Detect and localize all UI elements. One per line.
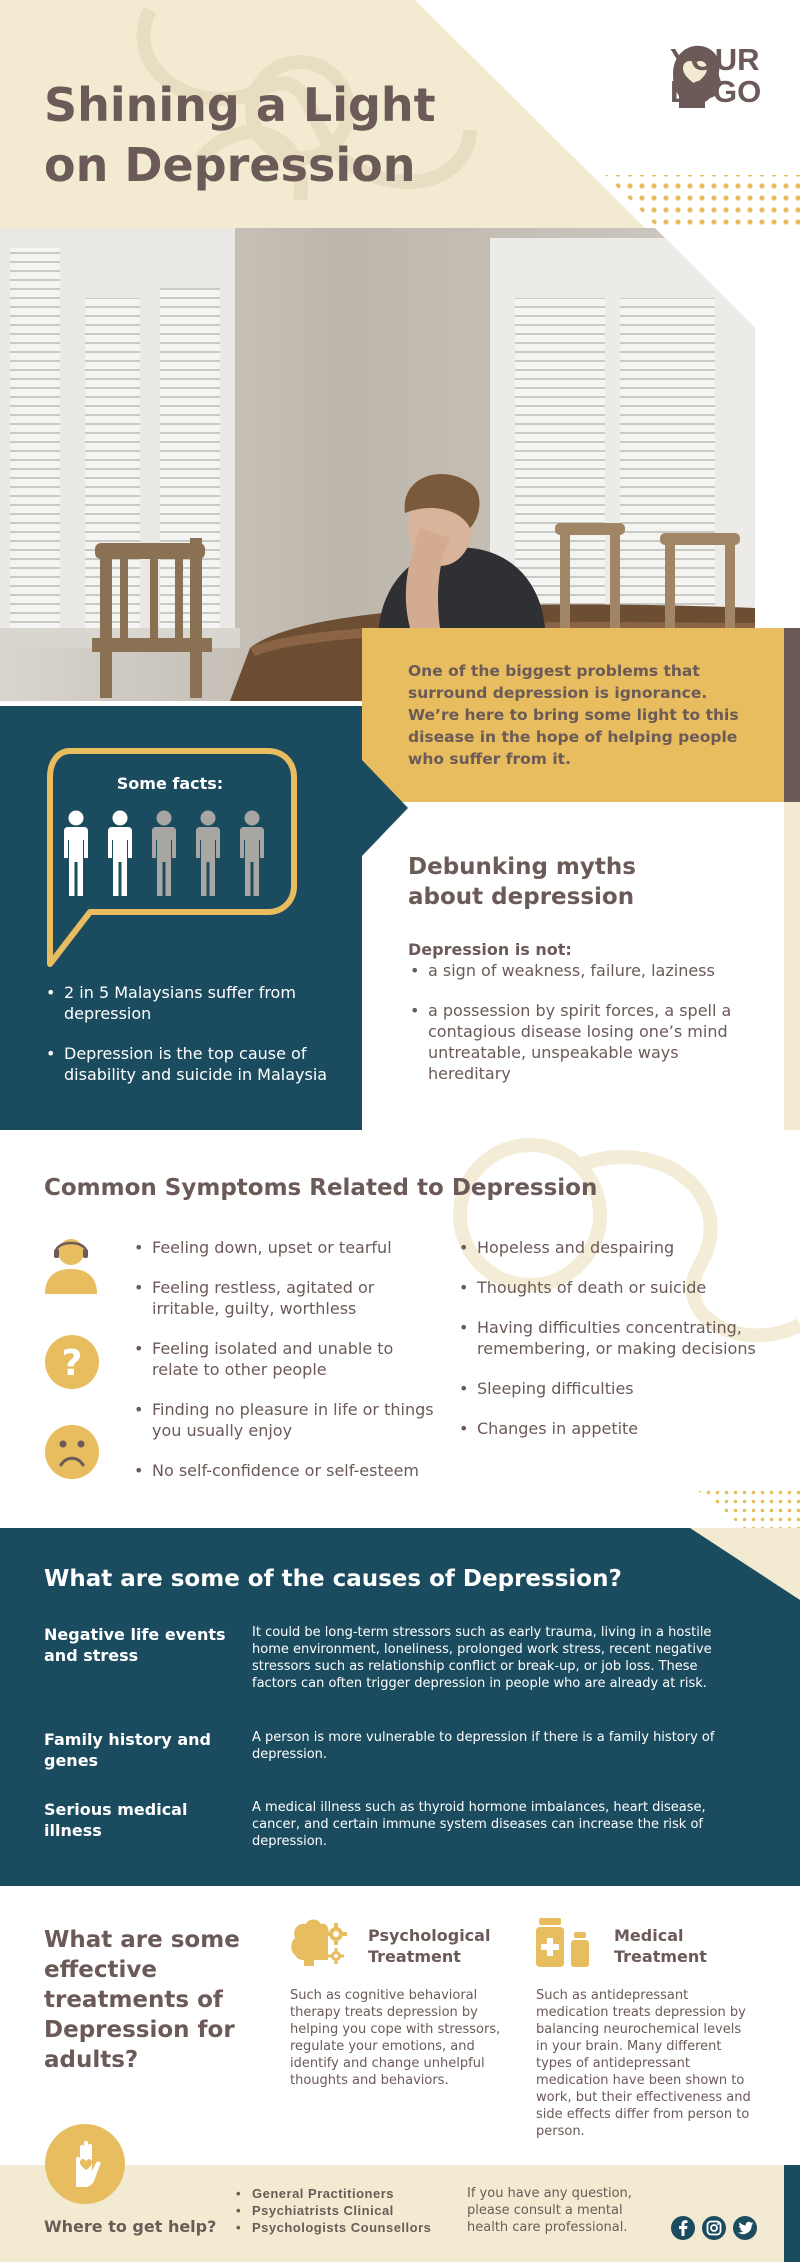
- question-mark-icon: ?: [45, 1335, 99, 1389]
- symptom-item: Feeling restless, agitated or irritable,…: [132, 1277, 442, 1319]
- facts-arrow: [362, 760, 408, 856]
- symptom-item: Sleeping difficulties: [457, 1378, 777, 1399]
- treatment-title: Psychological Treatment: [368, 1926, 491, 1966]
- medicine-bottles-icon: [536, 1918, 589, 1967]
- cause-label: Negative life events and stress: [44, 1625, 226, 1665]
- page-title-line1: Shining a Light: [44, 78, 436, 132]
- person-figure: [196, 810, 220, 896]
- page-title-line2: on Depression: [44, 138, 416, 192]
- symptom-item: Hopeless and despairing: [457, 1237, 777, 1258]
- page-title: Shining a Light on Depression: [44, 75, 436, 195]
- brain-gears-icon: [291, 1919, 347, 1966]
- logo-line1: YOUR: [670, 42, 760, 77]
- treatments-title: What are some effective treatments of De…: [44, 1927, 240, 2073]
- symptom-item: No self-confidence or self-esteem: [132, 1460, 442, 1481]
- logo-text: YOUR LOGO: [670, 44, 761, 108]
- intro-text: One of the biggest problems that surroun…: [408, 662, 739, 768]
- treatment-title: Medical Treatment: [614, 1926, 707, 1966]
- symptom-icons: ?: [45, 1239, 99, 1479]
- myth-item: a possession by spirit forces, a spell a…: [408, 1000, 753, 1084]
- help-item: Psychiatrists Clinical: [236, 2202, 431, 2219]
- symptom-item: Changes in appetite: [457, 1418, 777, 1439]
- help-label: Where to get help?: [44, 2217, 217, 2236]
- myths-title-line2: about depression: [408, 884, 635, 910]
- causes-corner: [690, 1528, 800, 1600]
- myths-title-line1: Debunking myths: [408, 854, 636, 880]
- myths-title: Debunking myths about depression: [408, 852, 636, 912]
- cause-description: A medical illness such as thyroid hormon…: [252, 1800, 706, 1849]
- cause-description: It could be long-term stressors such as …: [252, 1625, 712, 1691]
- symptoms-list-2: Hopeless and despairing Thoughts of deat…: [457, 1237, 777, 1439]
- causes-section: [0, 1528, 800, 1886]
- logo-line2: LOGO: [670, 74, 762, 109]
- person-headset-icon: [45, 1239, 97, 1294]
- help-note: If you have any question, please consult…: [467, 2186, 632, 2235]
- twitter-icon[interactable]: [733, 2216, 757, 2240]
- hero-photo: [0, 228, 755, 701]
- person-figure: [108, 810, 132, 896]
- symptom-item: Feeling isolated and unable to relate to…: [132, 1338, 442, 1380]
- facts-list: 2 in 5 Malaysians suffer from depression…: [44, 982, 344, 1104]
- symptom-item: Thoughts of death or suicide: [457, 1277, 777, 1298]
- person-figures: [64, 810, 264, 896]
- myths-subtitle: Depression is not:: [408, 940, 572, 959]
- cause-description: A person is more vulnerable to depressio…: [252, 1730, 715, 1762]
- symptoms-list-1: Feeling down, upset or tearful Feeling r…: [132, 1237, 442, 1481]
- symptom-item: Having difficulties concentrating, remem…: [457, 1317, 777, 1359]
- symptoms-title: Common Symptoms Related to Depression: [44, 1175, 598, 1201]
- fact-item: Depression is the top cause of disabilit…: [44, 1043, 344, 1085]
- help-item: General Practitioners: [236, 2185, 431, 2202]
- help-list: General Practitioners Psychiatrists Clin…: [236, 2185, 431, 2236]
- cause-label: Serious medical illness: [44, 1800, 188, 1840]
- causes-title: What are some of the causes of Depressio…: [44, 1566, 622, 1592]
- person-figure: [64, 810, 88, 896]
- person-figure: [152, 810, 176, 896]
- header-dots: [605, 175, 800, 230]
- symptoms-dots: [695, 1488, 800, 1533]
- myths-accent-bar: [784, 802, 800, 1130]
- instagram-icon[interactable]: [702, 2216, 726, 2240]
- treatment-description: Such as antidepressant medication treats…: [536, 1988, 751, 2139]
- facts-label: Some facts:: [116, 774, 224, 793]
- treatment-description: Such as cognitive behavioral therapy tre…: [290, 1988, 501, 2088]
- svg-text:?: ?: [62, 1343, 83, 1384]
- fact-item: 2 in 5 Malaysians suffer from depression: [44, 982, 344, 1024]
- intro-accent-bar: [784, 628, 800, 802]
- help-item: Psychologists Counsellors: [236, 2219, 431, 2236]
- myths-list: a sign of weakness, failure, laziness a …: [408, 960, 753, 1103]
- cause-label: Family history and genes: [44, 1730, 211, 1770]
- facebook-icon[interactable]: [671, 2216, 695, 2240]
- header: [0, 0, 800, 230]
- person-figure: [240, 810, 264, 896]
- sad-face-icon: [45, 1425, 99, 1479]
- social-links: [670, 2215, 758, 2245]
- hand-heart-icon: [45, 2124, 125, 2204]
- symptom-item: Finding no pleasure in life or things yo…: [132, 1399, 442, 1441]
- footer-accent-bar: [784, 2165, 800, 2262]
- head-heart-icon: [673, 45, 722, 108]
- intro-box: [362, 628, 784, 802]
- symptom-item: Feeling down, upset or tearful: [132, 1237, 442, 1258]
- myth-item: a sign of weakness, failure, laziness: [408, 960, 753, 981]
- header-background: [0, 0, 645, 228]
- facts-speech-bubble: [47, 748, 297, 967]
- social-icons: [671, 2216, 757, 2240]
